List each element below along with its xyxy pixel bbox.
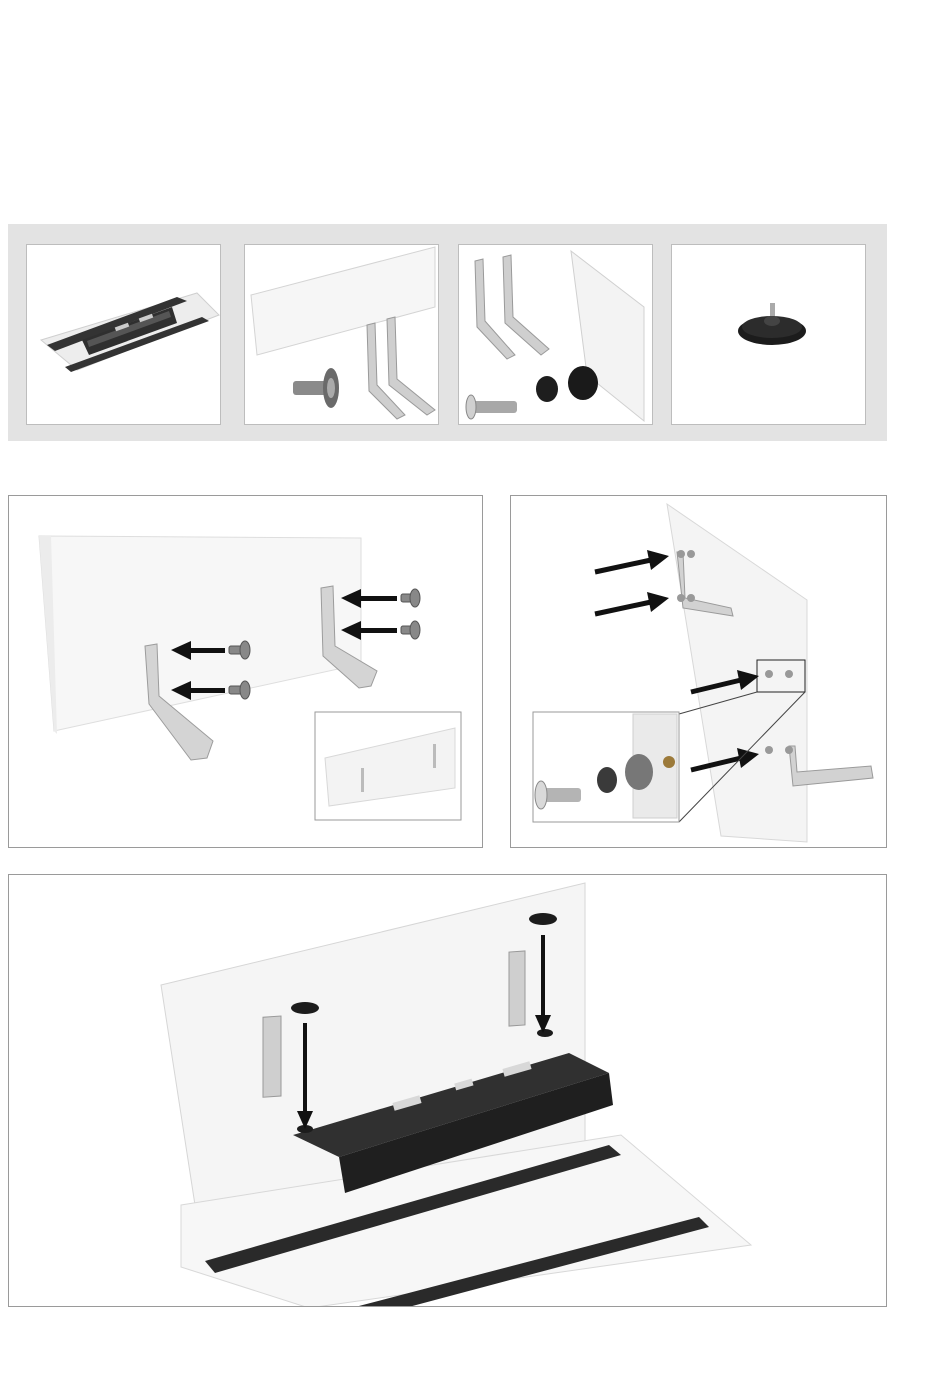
step-2-insert-bolts — [510, 495, 887, 848]
panel-brackets-illustration — [245, 245, 439, 425]
step-3-illustration — [9, 875, 887, 1307]
part-panel-brackets-thumbnail — [244, 244, 439, 425]
step-1-illustration — [9, 496, 483, 848]
frame-illustration — [27, 245, 221, 425]
leveling-knob-illustration — [672, 245, 866, 425]
step-2-illustration — [511, 496, 887, 848]
hardware-illustration — [459, 245, 653, 425]
step-3-mount-frame — [8, 874, 887, 1307]
part-leveling-knob-thumbnail — [671, 244, 866, 425]
step-1-attach-brackets — [8, 495, 483, 848]
part-frame-thumbnail — [26, 244, 221, 425]
part-hardware-thumbnail — [458, 244, 653, 425]
